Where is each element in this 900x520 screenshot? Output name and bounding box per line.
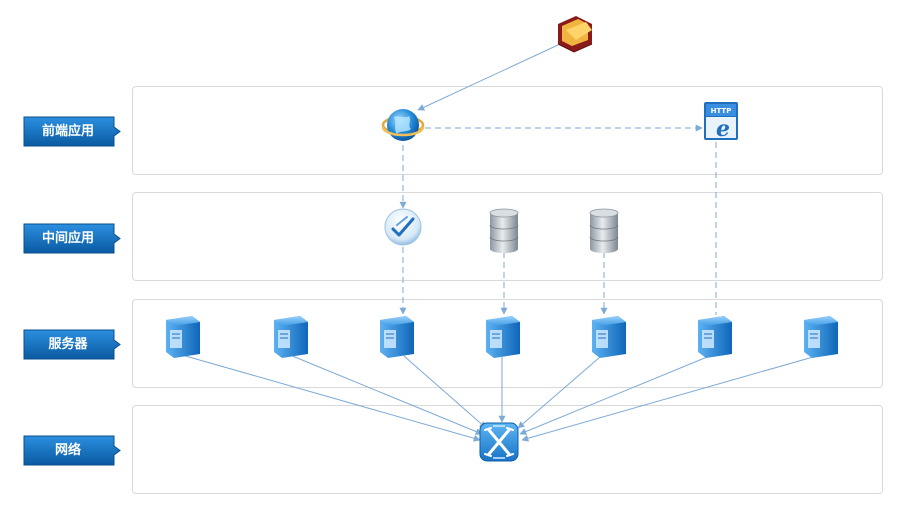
- label-arrow-shape: [23, 116, 121, 147]
- connector-server3-to-network: [403, 355, 487, 429]
- connector-server2-to-network: [289, 354, 483, 435]
- server-icon[interactable]: [274, 316, 308, 358]
- layer-label-text: 服务器: [48, 337, 88, 352]
- connector-server5-to-network: [517, 356, 601, 429]
- middleware-check-icon[interactable]: [384, 208, 422, 246]
- database-icon[interactable]: [489, 208, 519, 253]
- layer-label-frontend: 前端应用: [22, 116, 122, 147]
- connector-server7-to-network: [521, 354, 821, 442]
- server-icon[interactable]: [592, 316, 626, 358]
- layer-label-text: 前端应用: [41, 124, 94, 139]
- layer-label-text: 中间应用: [41, 231, 94, 246]
- connector-server1-to-network: [181, 354, 481, 442]
- connectors: [181, 44, 821, 442]
- http-label: HTTP: [711, 107, 732, 115]
- label-arrow-shape: [23, 223, 121, 254]
- server-icon[interactable]: [486, 316, 520, 358]
- connector-folder-to-web: [417, 44, 559, 111]
- layer-panel-frontend: [132, 86, 883, 175]
- server-icon[interactable]: [804, 316, 838, 358]
- globe-icon[interactable]: [381, 109, 425, 141]
- network-switch-icon[interactable]: [479, 422, 519, 462]
- layer-label-network: 网络: [22, 435, 122, 466]
- folder-icon[interactable]: [557, 16, 593, 53]
- layer-label-text: 网络: [54, 443, 81, 458]
- browser-e-glyph: e: [716, 116, 730, 142]
- database-icon[interactable]: [589, 208, 619, 253]
- server-icon[interactable]: [166, 316, 200, 358]
- http-browser-icon[interactable]: HTTP e: [704, 102, 738, 142]
- layer-label-middleware: 中间应用: [22, 223, 122, 254]
- server-icon[interactable]: [380, 316, 414, 358]
- layer-label-servers: 服务器: [22, 329, 122, 360]
- connector-server6-to-network: [519, 354, 713, 435]
- label-arrow-shape: [23, 329, 121, 360]
- label-arrow-shape: [23, 435, 121, 466]
- server-icon[interactable]: [698, 316, 732, 358]
